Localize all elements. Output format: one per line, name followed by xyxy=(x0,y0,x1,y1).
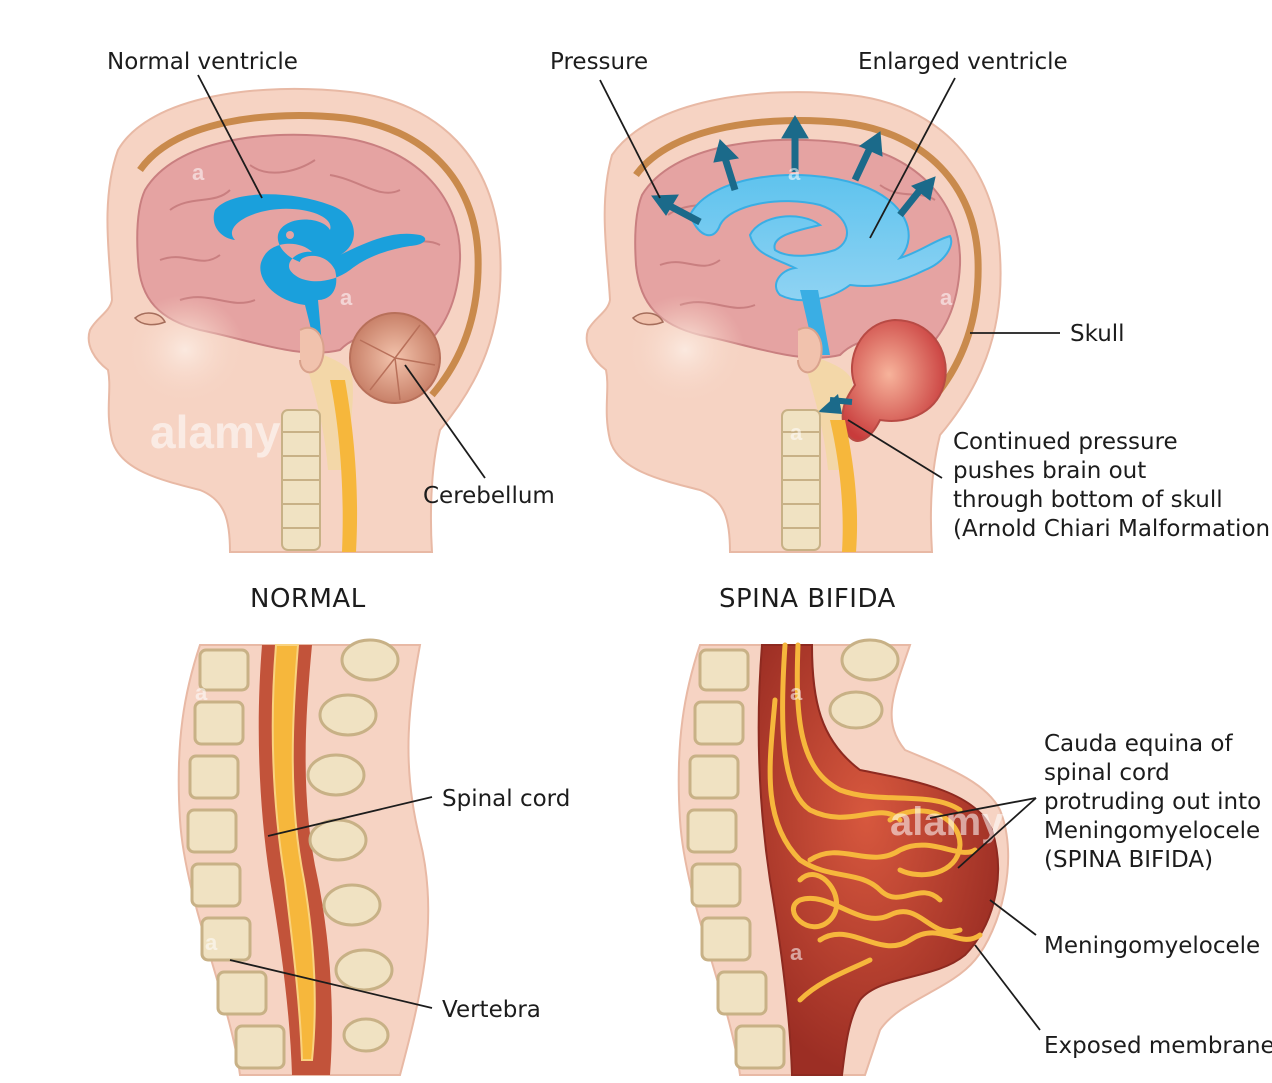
leader-normal-ventricle xyxy=(197,74,263,199)
label-cauda-line-4: Meningomyelocele xyxy=(1044,818,1260,844)
leader-pressure xyxy=(599,79,661,199)
vertebra-body xyxy=(188,754,240,800)
label-chiari-line-2: pushes brain out xyxy=(953,458,1146,484)
label-cerebellum: Cerebellum xyxy=(423,483,555,509)
label-chiari-line-1: Continued pressure xyxy=(953,429,1178,455)
watermark-mark: a xyxy=(790,420,803,445)
vertebra-body xyxy=(186,808,238,854)
label-cauda-line-5: (SPINA BIFIDA) xyxy=(1044,847,1213,873)
bifida-vertebrae-column xyxy=(686,648,786,1070)
leader-meningomyelocele xyxy=(989,899,1037,936)
normal-head-illustration xyxy=(87,87,502,553)
leader-cauda-1 xyxy=(929,797,1037,819)
label-spinal-cord: Spinal cord xyxy=(442,786,570,812)
watermarks: alamy alamy a a a a a a a a a xyxy=(150,160,1004,965)
watermark-mark: a xyxy=(205,930,218,955)
vertebra-body xyxy=(190,862,242,908)
leader-cauda-2 xyxy=(957,797,1037,869)
header-spina-bifida: SPINA BIFIDA xyxy=(719,584,896,614)
enlarged-eye xyxy=(631,312,665,326)
vertebra-body xyxy=(200,916,252,962)
normal-spinous-processes xyxy=(306,638,400,1053)
normal-vertebrae-column xyxy=(186,648,286,1070)
vertebra-body xyxy=(234,1024,286,1070)
label-meningomyelocele: Meningomyelocele xyxy=(1044,933,1260,959)
pressure-arrow xyxy=(851,146,874,182)
pressure-arrow xyxy=(666,201,702,226)
label-cauda-line-2: spinal cord xyxy=(1044,760,1170,786)
vertebra-body xyxy=(193,700,245,746)
watermark-mark: a xyxy=(788,160,801,185)
normal-spinal-cord-shape xyxy=(271,644,316,1061)
leader-chiari xyxy=(847,419,943,479)
normal-ear xyxy=(299,326,325,374)
pressure-arrow xyxy=(721,156,739,192)
enlarged-skull xyxy=(633,117,982,403)
normal-cheek xyxy=(125,295,245,405)
label-cauda-line-1: Cauda equina of xyxy=(1044,731,1234,757)
normal-neck-cord xyxy=(330,380,358,552)
label-normal-ventricle: Normal ventricle xyxy=(107,49,298,75)
leader-vertebra xyxy=(229,959,433,1009)
leader-spinal-cord xyxy=(267,796,433,837)
labels: Normal ventricle Cerebellum Pressure Enl… xyxy=(107,49,1272,1059)
watermark-mark: a xyxy=(940,285,953,310)
leader-exposed-membrane xyxy=(974,944,1041,1031)
label-chiari-line-3: through bottom of skull xyxy=(953,487,1223,513)
herniated-cerebellum-shape xyxy=(841,318,947,442)
label-skull: Skull xyxy=(1070,321,1125,347)
watermark-mark: a xyxy=(790,940,803,965)
label-enlarged-ventricle: Enlarged ventricle xyxy=(858,49,1068,75)
leader-cerebellum xyxy=(404,364,486,479)
cauda-equina-nerves xyxy=(767,642,983,1003)
watermark-mark: a xyxy=(790,680,803,705)
normal-skull xyxy=(137,112,482,398)
label-vertebra: Vertebra xyxy=(442,997,541,1023)
meningomyelocele-sac xyxy=(757,644,1000,1076)
watermark-mark: a xyxy=(340,285,353,310)
leader-lines xyxy=(197,74,1060,1031)
pressure-arrows xyxy=(651,115,936,226)
watermark-mark: a xyxy=(192,160,205,185)
spina-bifida-illustration xyxy=(677,638,1010,1076)
normal-ventricle-shape xyxy=(213,194,426,345)
label-exposed-membrane: Exposed membrane xyxy=(1044,1033,1272,1059)
vertebra-body xyxy=(216,970,268,1016)
normal-eye xyxy=(133,312,167,326)
label-chiari-line-4: (Arnold Chiari Malformation) xyxy=(953,516,1272,542)
header-normal: NORMAL xyxy=(250,584,366,614)
label-pressure: Pressure xyxy=(550,49,648,75)
watermark-brand: alamy xyxy=(150,406,281,458)
enlarged-head-illustration xyxy=(585,91,1002,553)
leader-enlarged-ventricle xyxy=(869,77,956,239)
watermark-mark: a xyxy=(195,680,208,705)
vertebra-body xyxy=(198,648,250,692)
pressure-arrow xyxy=(897,187,923,218)
label-cauda-line-3: protruding out into xyxy=(1044,789,1261,815)
normal-spine-illustration xyxy=(177,638,430,1076)
